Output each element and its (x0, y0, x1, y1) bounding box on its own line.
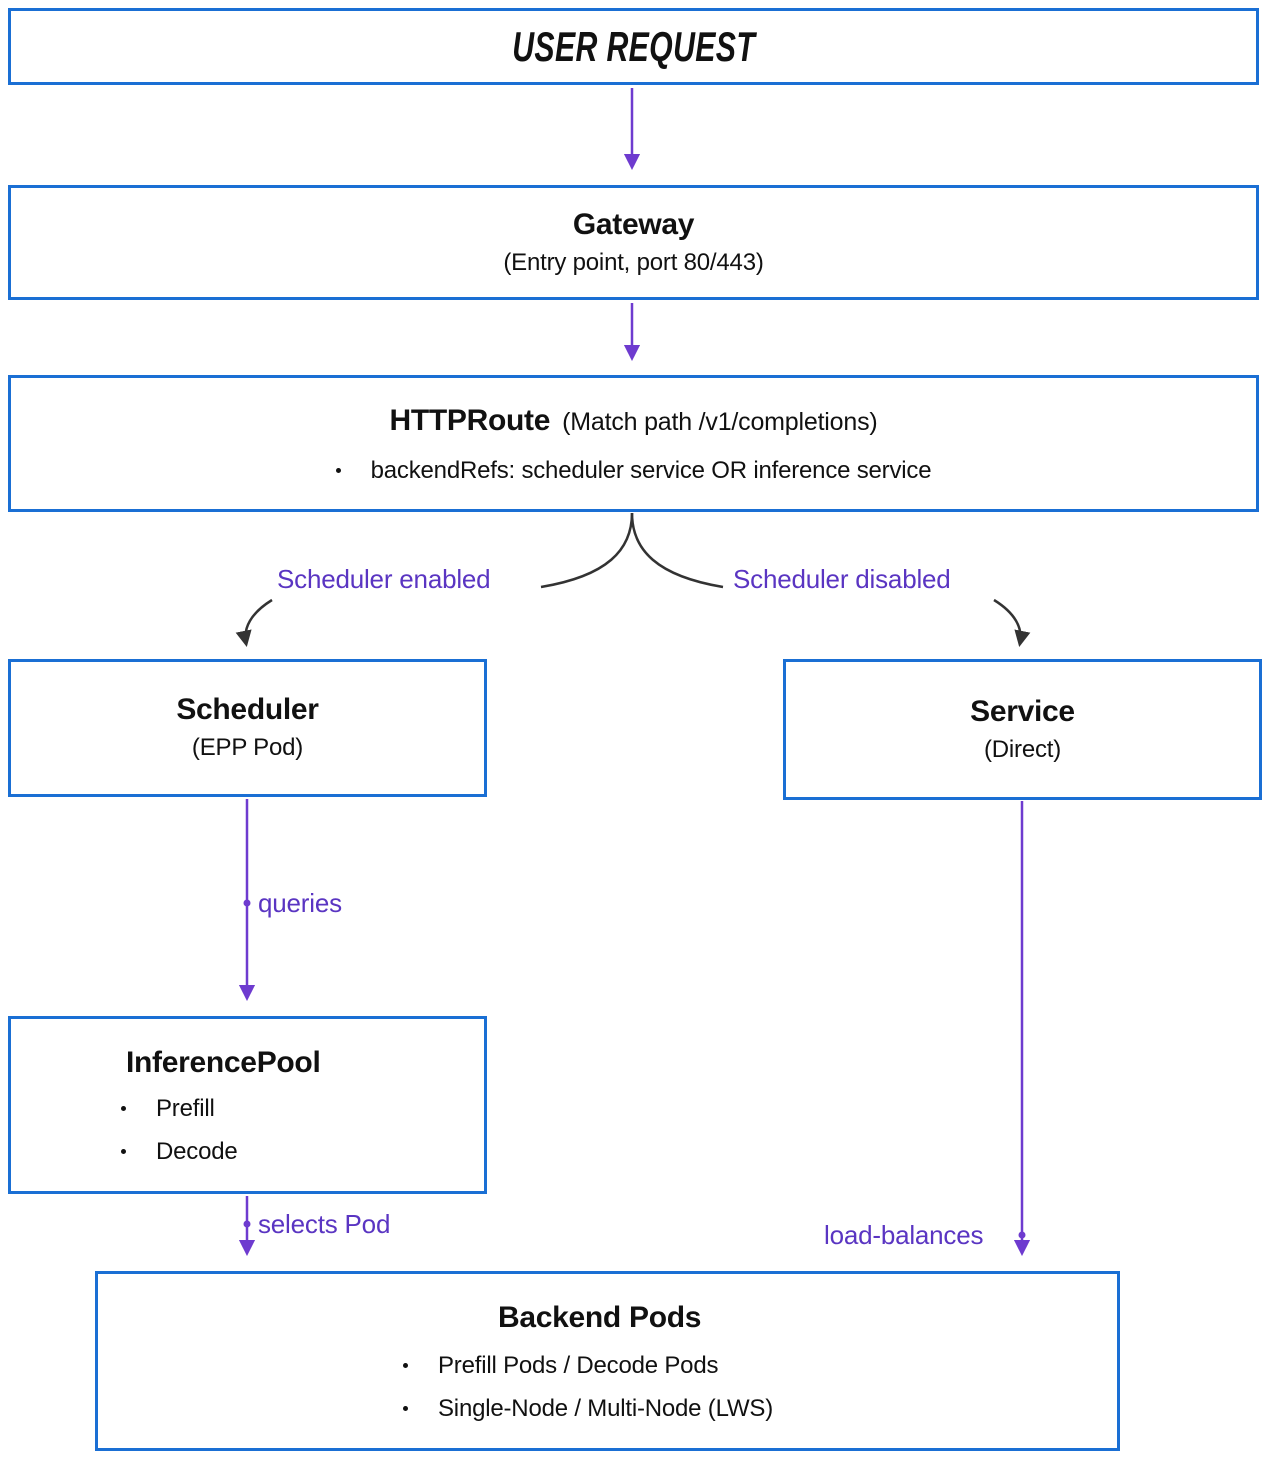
queries-anchor-dot (243, 899, 251, 907)
service-node: Service (Direct) (783, 659, 1262, 800)
edge-label-queries: queries (258, 888, 342, 918)
gateway-node: Gateway (Entry point, port 80/443) (8, 185, 1259, 300)
inference-pool-title: InferencePool (126, 1045, 321, 1079)
inference-pool-bullet: Decode (121, 1138, 238, 1166)
bullet-dot-icon (403, 1406, 408, 1411)
inference-pool-bullet-text: Prefill (156, 1094, 215, 1122)
fork-right-branch (630, 512, 724, 589)
backend-pods-bullet-text: Prefill Pods / Decode Pods (438, 1351, 719, 1379)
inference-pool-node: InferencePool Prefill Decode (8, 1016, 487, 1194)
scheduler-node: Scheduler (EPP Pod) (8, 659, 487, 797)
backend-pods-bullet: Single-Node / Multi-Node (LWS) (403, 1395, 773, 1423)
bullet-dot-icon (121, 1149, 126, 1154)
scheduler-subtitle: (EPP Pod) (191, 734, 304, 762)
edge-label-scheduler-disabled: Scheduler disabled (733, 564, 951, 594)
edge-label-scheduler-enabled: Scheduler enabled (277, 564, 491, 594)
curve-into-service (993, 598, 1031, 647)
fork-left-branch (540, 512, 634, 589)
bullet-dot-icon (121, 1106, 126, 1111)
httproute-bullet: backendRefs: scheduler service OR infere… (335, 456, 932, 485)
edge-label-selects-pod: selects Pod (258, 1209, 391, 1239)
service-subtitle: (Direct) (983, 735, 1062, 763)
backend-pods-bullet-text: Single-Node / Multi-Node (LWS) (438, 1394, 774, 1422)
user-request-node: USER REQUEST (8, 8, 1259, 85)
inference-pool-bullet: Prefill (121, 1095, 215, 1123)
httproute-node: HTTPRoute (Match path /v1/completions) b… (8, 375, 1259, 512)
httproute-title-row: HTTPRoute (Match path /v1/completions) (390, 403, 878, 439)
httproute-title: HTTPRoute (389, 403, 551, 437)
curve-into-scheduler (235, 598, 273, 647)
gateway-subtitle: (Entry point, port 80/443) (503, 248, 764, 276)
edge-label-load-balances: load-balances (824, 1220, 984, 1250)
service-title: Service (970, 694, 1075, 728)
backend-pods-node: Backend Pods Prefill Pods / Decode Pods … (95, 1271, 1120, 1451)
backend-pods-title: Backend Pods (498, 1300, 702, 1334)
scheduler-title: Scheduler (176, 693, 319, 727)
load-balances-anchor-dot (1018, 1231, 1026, 1239)
httproute-bullet-text: backendRefs: scheduler service OR infere… (370, 456, 932, 484)
inference-pool-bullets: Prefill Decode (121, 1095, 238, 1166)
bullet-dot-icon (335, 468, 341, 473)
gateway-title: Gateway (572, 207, 695, 241)
selects-pod-anchor-dot (243, 1220, 251, 1228)
backend-pods-bullets: Prefill Pods / Decode Pods Single-Node /… (403, 1352, 773, 1423)
backend-pods-bullet: Prefill Pods / Decode Pods (403, 1352, 718, 1380)
httproute-title-suffix: (Match path /v1/completions) (562, 407, 878, 436)
user-request-title: USER REQUEST (512, 22, 755, 70)
inference-pool-bullet-text: Decode (156, 1137, 238, 1165)
bullet-dot-icon (403, 1363, 408, 1368)
